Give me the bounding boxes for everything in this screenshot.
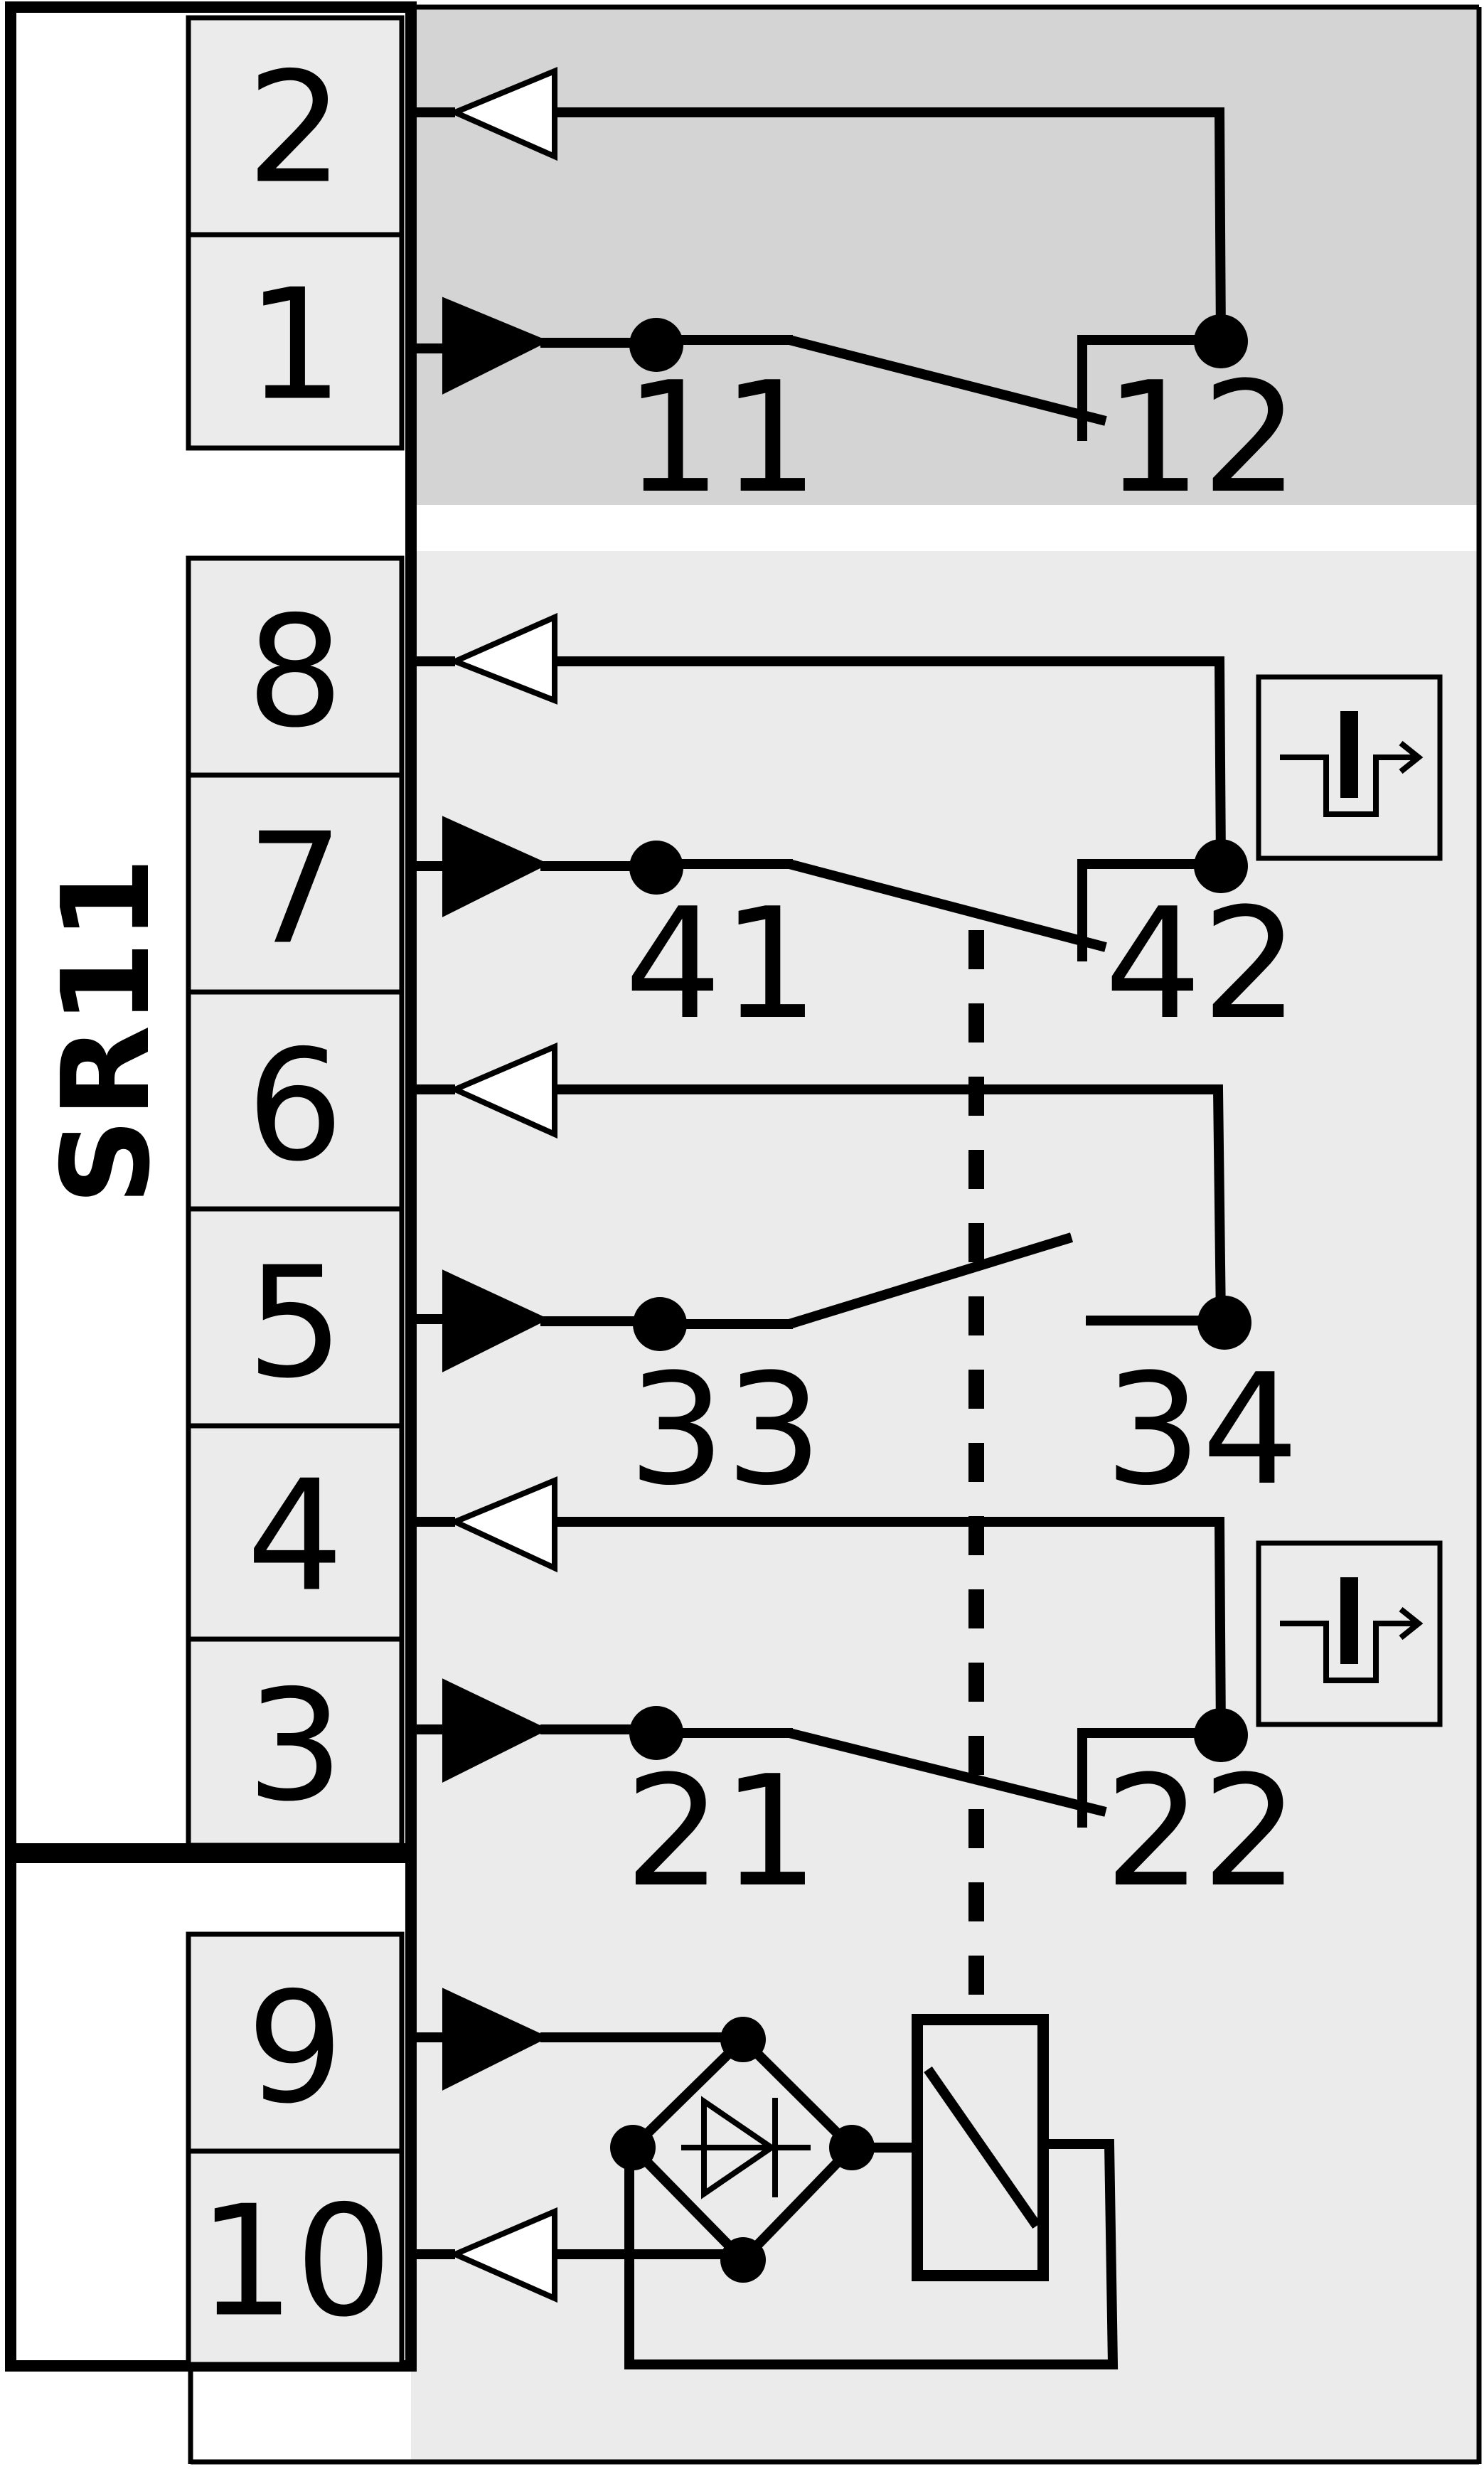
positive-opening-icon bbox=[1256, 1540, 1443, 1727]
wire-coil-return bbox=[624, 2139, 1119, 2369]
terminal-3[interactable] bbox=[186, 1636, 405, 1848]
node-42 bbox=[1194, 839, 1248, 893]
terminal-4-label: 4 bbox=[247, 1447, 344, 1626]
terminal-8[interactable] bbox=[186, 555, 405, 778]
terminal-10-label: 10 bbox=[198, 2172, 393, 2351]
terminal-strip: 2 1 8 7 6 5 4 3 9 10 bbox=[186, 15, 405, 2367]
input-arrow-3 bbox=[442, 1678, 549, 1783]
nc-stop-42 bbox=[1077, 859, 1221, 961]
node-12 bbox=[1194, 314, 1248, 368]
terminal-10[interactable] bbox=[186, 2148, 405, 2367]
contact-22-label: 22 bbox=[1104, 1742, 1299, 1921]
no-blade-33 bbox=[787, 1232, 1074, 1329]
terminal-6[interactable] bbox=[186, 989, 405, 1212]
contact-34-label: 34 bbox=[1104, 1340, 1299, 1519]
node-22 bbox=[1194, 1708, 1248, 1762]
input-arrow-5 bbox=[442, 1269, 549, 1372]
contact-33-34: 33 34 bbox=[411, 1042, 1299, 1519]
wire-8-to-42 bbox=[555, 656, 1226, 865]
terminal-7-label: 7 bbox=[247, 800, 344, 978]
nc-blade-21 bbox=[788, 1728, 1107, 1817]
terminal-1[interactable] bbox=[186, 232, 405, 451]
nc-blade-11 bbox=[788, 335, 1107, 426]
contact-41-42: 41 42 bbox=[411, 612, 1443, 1053]
terminal-9[interactable] bbox=[186, 1931, 405, 2154]
bridge-rectifier-icon bbox=[610, 2017, 875, 2283]
input-arrow-1 bbox=[442, 297, 550, 395]
nc-stop-12 bbox=[1077, 335, 1221, 441]
input-arrow-9 bbox=[442, 1988, 549, 2091]
device-label: SR11 bbox=[36, 857, 177, 1205]
terminal-9-label: 9 bbox=[247, 1959, 344, 2138]
terminal-3-label: 3 bbox=[247, 1657, 344, 1835]
terminal-7[interactable] bbox=[186, 772, 405, 995]
terminal-6-label: 6 bbox=[247, 1017, 344, 1195]
contact-11-12: 11 12 bbox=[411, 67, 1299, 527]
terminal-2[interactable] bbox=[186, 15, 405, 238]
node-34 bbox=[1197, 1296, 1251, 1350]
terminal-8-label: 8 bbox=[247, 583, 344, 762]
contact-12-label: 12 bbox=[1104, 348, 1299, 527]
terminal-2-label: 2 bbox=[247, 39, 344, 218]
contact-21-22: 21 22 bbox=[411, 1476, 1443, 1921]
nc-stop-22 bbox=[1077, 1728, 1221, 1828]
upper-contact-group-bg bbox=[411, 7, 1478, 505]
terminal-5-label: 5 bbox=[247, 1234, 344, 1412]
contact-21-label: 21 bbox=[624, 1742, 819, 1921]
input-arrow-7 bbox=[442, 816, 549, 917]
wire-4-to-22 bbox=[555, 1517, 1226, 1737]
wire-2-to-12 bbox=[555, 107, 1226, 342]
wire-6-to-34 bbox=[555, 1084, 1226, 1321]
positive-opening-icon bbox=[1256, 674, 1443, 861]
terminal-1-label: 1 bbox=[247, 256, 344, 434]
coil-circuit bbox=[411, 1988, 1119, 2369]
contact-11-label: 11 bbox=[624, 348, 819, 527]
contact-42-label: 42 bbox=[1104, 875, 1299, 1053]
contact-41-label: 41 bbox=[624, 875, 819, 1053]
nc-blade-41 bbox=[788, 859, 1107, 952]
contact-33-label: 33 bbox=[628, 1340, 823, 1519]
